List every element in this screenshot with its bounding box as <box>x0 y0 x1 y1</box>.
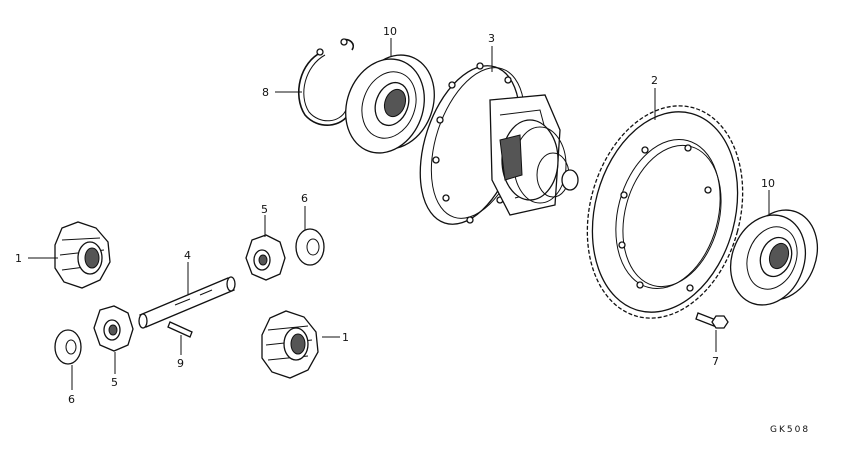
callout-3: 3 <box>488 32 495 45</box>
side-gear-part-1-left <box>54 221 111 289</box>
pinion-shaft-part-4 <box>138 276 236 329</box>
callout-10-top: 10 <box>383 25 397 38</box>
pinion-gear-part-5-upper <box>245 234 286 281</box>
callout-5-upper: 5 <box>261 203 268 216</box>
callout-7: 7 <box>712 355 719 368</box>
callout-6-lower: 6 <box>68 393 75 406</box>
snap-ring-part-8 <box>297 38 355 126</box>
callout-8: 8 <box>262 86 269 99</box>
callout-1-left: 1 <box>15 252 22 265</box>
leader-lines <box>28 38 770 390</box>
thrust-washer-part-6-lower <box>54 329 82 365</box>
figure-code: GK508 <box>770 425 810 435</box>
pin-part-9 <box>167 321 193 338</box>
callout-1-bottom: 1 <box>342 331 349 344</box>
callout-labels: 1 1 2 3 4 5 5 6 6 7 8 9 10 10 GK508 <box>15 25 810 435</box>
pinion-gear-part-5-lower <box>93 305 134 352</box>
callout-10-right: 10 <box>761 177 775 190</box>
bearing-part-10-right <box>730 209 818 306</box>
callout-2: 2 <box>651 74 658 87</box>
callout-4: 4 <box>184 249 191 262</box>
ring-gear-part-2 <box>586 105 744 319</box>
bearing-part-10-top <box>345 54 435 154</box>
callout-6-upper: 6 <box>301 192 308 205</box>
callout-9: 9 <box>177 357 184 370</box>
thrust-washer-part-6-upper <box>295 228 325 266</box>
callout-5-lower: 5 <box>111 376 118 389</box>
differential-case-part-3 <box>419 62 579 225</box>
side-gear-part-1-bottom <box>261 310 319 379</box>
bolt-part-7 <box>695 312 729 329</box>
